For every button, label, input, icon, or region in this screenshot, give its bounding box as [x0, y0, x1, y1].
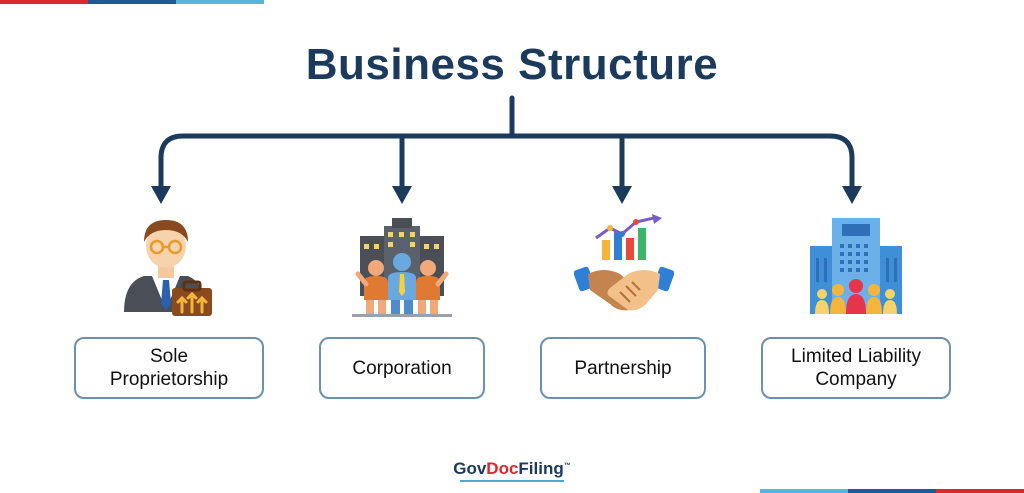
connector-bar [158, 133, 855, 191]
govdocfiling-logo: GovDocFiling™ [0, 459, 1024, 482]
structure-label-line: Company [815, 369, 897, 390]
arrowhead-2 [392, 186, 412, 204]
structure-box-corporation: Corporation [319, 337, 485, 399]
arrowhead-3 [612, 186, 632, 204]
structure-box-llc: Limited Liability Company [761, 337, 951, 399]
structure-label-line: Limited Liability [791, 346, 921, 367]
structure-box-partnership: Partnership [540, 337, 706, 399]
structure-label-line: Corporation [352, 357, 452, 379]
bottom-stripe-light-blue [760, 489, 848, 493]
businessman-with-briefcase-icon [124, 220, 212, 316]
top-stripe-red [0, 0, 88, 4]
structure-label-line: Proprietorship [109, 369, 229, 390]
structure-box-sole-proprietorship: Sole Proprietorship [74, 337, 264, 399]
corporate-team-buildings-icon [352, 218, 452, 317]
connector-tree [151, 95, 862, 204]
logo-underline [460, 480, 564, 482]
structure-label-line: Sole [149, 346, 189, 367]
handshake-growth-chart-icon [574, 214, 674, 311]
diagram-title: Business Structure [305, 40, 719, 89]
logo-text-doc: Doc [486, 459, 519, 478]
bottom-stripe-red [936, 489, 1024, 493]
bottom-stripe-dark-blue [848, 489, 936, 493]
logo-text-filing: Filing [518, 459, 564, 478]
top-stripe-dark-blue [88, 0, 176, 4]
logo-text-gov: Gov [453, 459, 487, 478]
arrowhead-1 [151, 186, 171, 204]
top-stripe-light-blue [176, 0, 264, 4]
arrowhead-4 [842, 186, 862, 204]
building-with-people-icon [810, 218, 902, 314]
structure-label-line: Partnership [574, 357, 672, 379]
logo-trademark: ™ [563, 462, 571, 470]
